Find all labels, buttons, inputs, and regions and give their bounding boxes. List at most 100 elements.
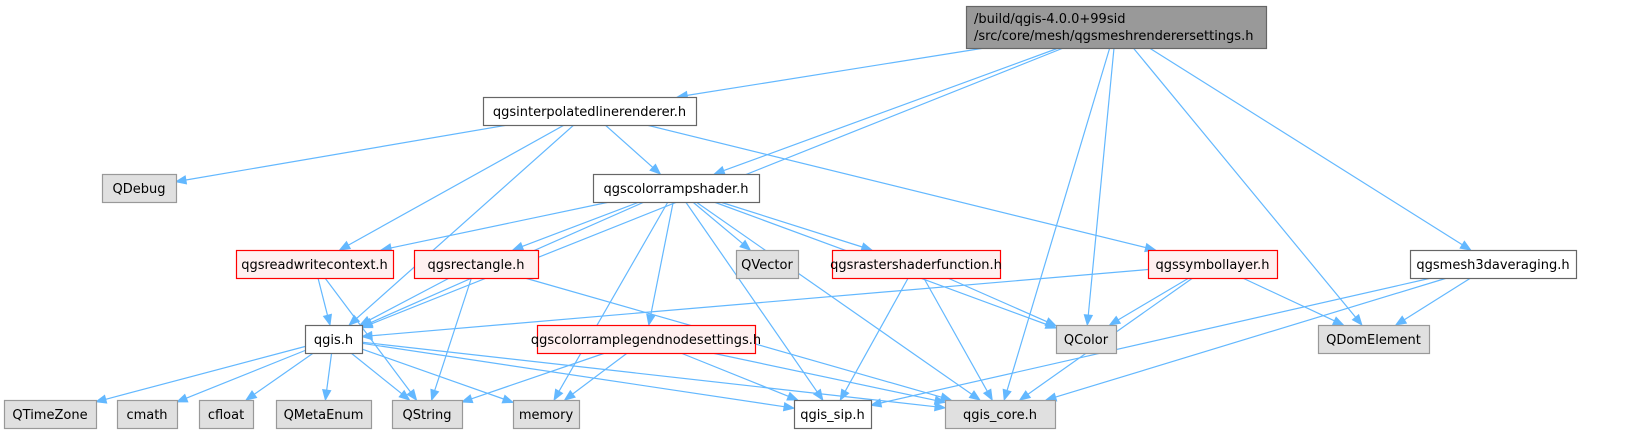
arrowhead-qgssymbollayer-to-QColor <box>1108 315 1122 326</box>
arrowhead-qgssymbollayer-to-QDomElement <box>1331 316 1345 326</box>
arrowhead-qgsreadwritecontext-to-qgis <box>322 313 332 327</box>
arrowhead-qgis-to-QString <box>398 389 411 401</box>
node-qgsmesh3daveraging[interactable]: qgsmesh3daveraging.h <box>1409 249 1578 280</box>
node-label: memory <box>519 408 574 423</box>
arrowhead-qgscolorrampshader-to-memory <box>553 388 564 402</box>
edge-qgscolorrampshader-to-qgscolorramplegendnodesettings <box>650 201 674 316</box>
node-qgsinterpolatedlinerenderer[interactable]: qgsinterpolatedlinerenderer.h <box>482 96 698 127</box>
arrowhead-qgssymbollayer-to-qgis <box>360 330 373 341</box>
edge-qgscolorrampshader-to-qgis_sip <box>685 201 818 393</box>
edge-qgis-to-QString <box>350 352 403 395</box>
nodes-layer: /build/qgis-4.0.0+99sid/src/core/mesh/qg… <box>3 5 1578 430</box>
node-label: qgsmesh3daveraging.h <box>1416 258 1569 273</box>
node-memory[interactable]: memory <box>512 399 581 430</box>
node-box <box>965 5 1268 50</box>
arrowhead-qgis-to-qgis_sip <box>782 401 796 412</box>
node-qgscolorramplegendnodesettings[interactable]: qgscolorramplegendnodesettings.h <box>531 324 761 355</box>
node-box <box>482 96 698 127</box>
node-label: QDebug <box>113 182 166 197</box>
edge-qgsmesh3daveraging-to-QDomElement <box>1403 277 1472 321</box>
arrowhead-qgis-to-cfloat <box>245 390 258 401</box>
node-root[interactable]: /build/qgis-4.0.0+99sid/src/core/mesh/qg… <box>965 5 1268 50</box>
arrowhead-qgis-to-QTimeZone <box>94 394 108 404</box>
edge-qgscolorrampshader-to-qgsrectangle <box>521 201 640 247</box>
node-label: qgsinterpolatedlinerenderer.h <box>493 105 686 120</box>
edge-qgsrastershaderfunction-to-qgis_sip <box>844 277 909 392</box>
node-box <box>1055 324 1118 355</box>
node-label: QTimeZone <box>12 408 87 423</box>
arrowhead-qgscolorrampshader-to-QVector <box>739 239 752 251</box>
edge-root-to-qgsmesh3daveraging <box>1149 47 1463 246</box>
node-label: QMetaEnum <box>284 408 364 423</box>
node-label: QString <box>402 408 451 423</box>
edge-qgsrectangle-to-qgis <box>368 277 450 321</box>
edge-qgis-to-qgis_core <box>361 341 936 408</box>
arrowhead-root-to-QColor <box>1083 314 1094 327</box>
arrowhead-qgscolorramplegendnodesettings-to-qgis_core <box>933 395 947 405</box>
edge-qgscolorrampshader-to-qgis_core <box>695 201 973 395</box>
node-label: QColor <box>1064 333 1109 348</box>
node-box <box>831 249 1002 280</box>
node-qgsrectangle[interactable]: qgsrectangle.h <box>413 249 540 280</box>
node-qgscolorrampshader[interactable]: qgscolorrampshader.h <box>592 173 761 204</box>
arrowhead-qgis-to-memory <box>501 394 515 404</box>
node-QString[interactable]: QString <box>391 399 464 430</box>
node-qgsrastershaderfunction[interactable]: qgsrastershaderfunction.h <box>830 249 1002 280</box>
edge-qgsinterpolatedlinerenderer-to-qgis <box>356 124 575 319</box>
arrowhead-qgscolorrampshader-to-qgsrectangle <box>511 241 525 251</box>
node-cmath[interactable]: cmath <box>116 399 179 430</box>
node-QDomElement[interactable]: QDomElement <box>1317 324 1431 355</box>
edge-qgscolorrampshader-to-QVector <box>692 201 743 245</box>
edge-qgsrastershaderfunction-to-QColor <box>947 277 1048 323</box>
node-QColor[interactable]: QColor <box>1055 324 1118 355</box>
edge-qgsrectangle-to-QString <box>434 277 472 391</box>
node-box <box>1317 324 1431 355</box>
node-qgsreadwritecontext[interactable]: qgsreadwritecontext.h <box>235 249 395 280</box>
edge-root-to-qgsinterpolatedlinerenderer <box>687 47 985 96</box>
node-box <box>793 399 873 430</box>
arrowhead-qgscolorrampshader-to-qgis_core <box>968 390 981 401</box>
arrowhead-qgsinterpolatedlinerenderer-to-qgis <box>348 314 361 326</box>
arrowhead-qgsrastershaderfunction-to-QColor <box>1044 317 1058 327</box>
arrowhead-qgis-to-qgis_core <box>934 401 947 412</box>
edge-root-to-qgscolorrampshader <box>723 47 1059 172</box>
node-box <box>512 399 581 430</box>
node-box <box>592 173 761 204</box>
arrowhead-qgsinterpolatedlinerenderer-to-qgsreadwritecontext <box>338 240 352 251</box>
node-label: QDomElement <box>1326 333 1421 348</box>
arrowhead-qgscolorramplegendnodesettings-to-memory <box>563 389 576 401</box>
node-box <box>735 249 800 280</box>
node-label: cmath <box>126 408 167 423</box>
node-qgis_core[interactable]: qgis_core.h <box>944 399 1057 430</box>
node-qgis[interactable]: qgis.h <box>304 324 364 355</box>
arrowhead-qgsrectangle-to-qgis <box>358 315 372 326</box>
edge-qgsinterpolatedlinerenderer-to-QDebug <box>185 124 508 181</box>
edges-layer <box>94 47 1472 412</box>
node-box <box>304 324 364 355</box>
edge-qgis-to-memory <box>361 348 504 400</box>
edge-qgscolorramplegendnodesettings-to-qgis_core <box>711 352 936 401</box>
node-box <box>1147 249 1279 280</box>
node-box <box>235 249 395 280</box>
edge-qgscolorrampshader-to-memory <box>558 201 669 392</box>
node-QMetaEnum[interactable]: QMetaEnum <box>275 399 373 430</box>
node-QVector[interactable]: QVector <box>735 249 800 280</box>
arrowhead-qgsreadwritecontext-to-QString <box>406 388 418 402</box>
edge-qgssymbollayer-to-QDomElement <box>1242 277 1335 322</box>
edge-qgsreadwritecontext-to-qgis <box>317 277 329 316</box>
node-QDebug[interactable]: QDebug <box>101 173 178 204</box>
node-label: qgis_core.h <box>963 408 1037 423</box>
node-cfloat[interactable]: cfloat <box>198 399 255 430</box>
node-qgis_sip[interactable]: qgis_sip.h <box>793 399 873 430</box>
edge-qgscolorrampshader-to-qgsrastershaderfunction <box>720 201 863 248</box>
edge-qgsmesh3daveraging-to-qgis_core <box>1055 277 1448 398</box>
arrowhead-root-to-qgsmesh3daveraging <box>1459 240 1472 251</box>
node-box <box>536 324 757 355</box>
node-QTimeZone[interactable]: QTimeZone <box>3 399 98 430</box>
edge-qgsinterpolatedlinerenderer-to-qgsreadwritecontext <box>348 124 565 246</box>
node-label: qgscolorramplegendnodesettings.h <box>531 333 761 348</box>
node-qgssymbollayer[interactable]: qgssymbollayer.h <box>1147 249 1279 280</box>
node-label: qgscolorrampshader.h <box>603 182 748 197</box>
edge-qgssymbollayer-to-QColor <box>1117 277 1190 321</box>
edge-root-to-qgis_core <box>1006 47 1111 391</box>
